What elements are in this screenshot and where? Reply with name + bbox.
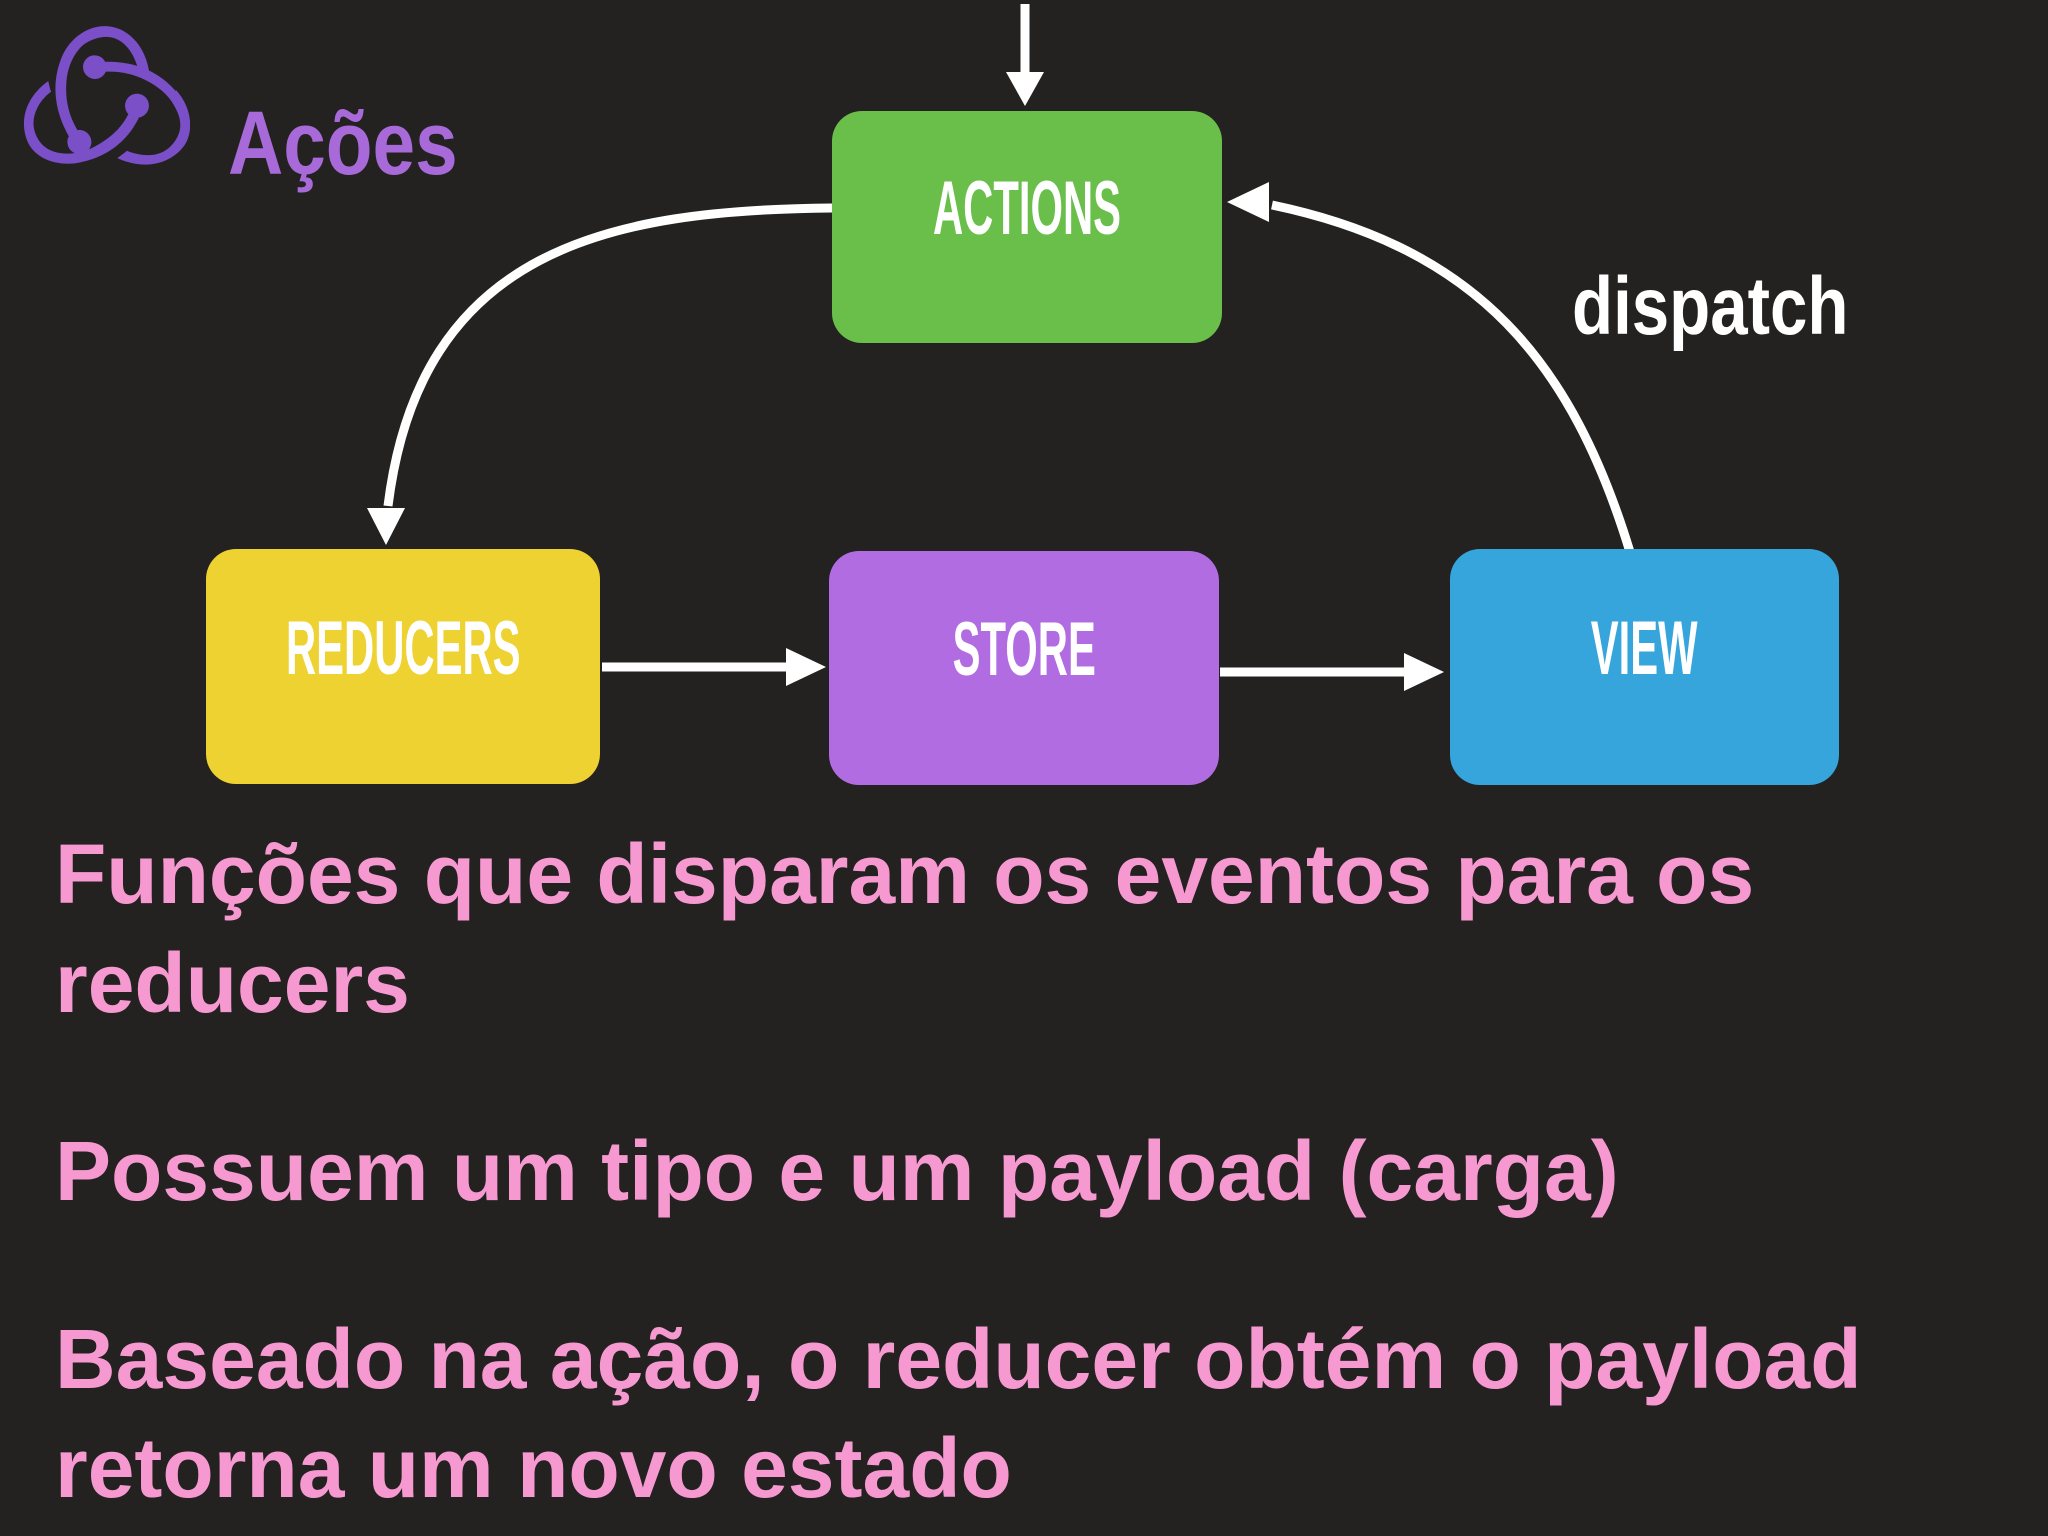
arrowhead-into-view [1404,653,1444,691]
notes: Funções que disparam os eventos para os … [55,820,1995,1536]
note-paragraph-1: Funções que disparam os eventos para os … [55,827,1755,1030]
page-title: Ações [228,94,458,195]
node-store: STORE [829,551,1219,785]
arrowhead-into-actions-dispatch [1227,182,1269,222]
node-store-label: STORE [952,607,1096,692]
node-reducers: REDUCERS [206,549,600,784]
note-paragraph-2: Possuem um tipo e um payload (carga) [55,1124,1619,1218]
node-actions-label: ACTIONS [932,166,1122,251]
arrowhead-into-store [786,648,826,686]
dispatch-edge-label: dispatch [1572,261,1849,352]
node-view: VIEW [1450,549,1839,785]
node-reducers-label: REDUCERS [285,605,521,691]
node-actions: ACTIONS [832,111,1222,343]
arrowhead-into-actions-top [1006,72,1044,106]
arrowhead-into-reducers [367,508,405,545]
note-paragraph-3: Baseado na ação, o reducer obtém o paylo… [55,1312,1862,1515]
arrow-view-to-actions-line [1271,200,1635,554]
node-view-label: VIEW [1591,606,1698,691]
arrow-actions-to-reducers-line [383,203,833,507]
redux-logo-icon [23,26,190,165]
